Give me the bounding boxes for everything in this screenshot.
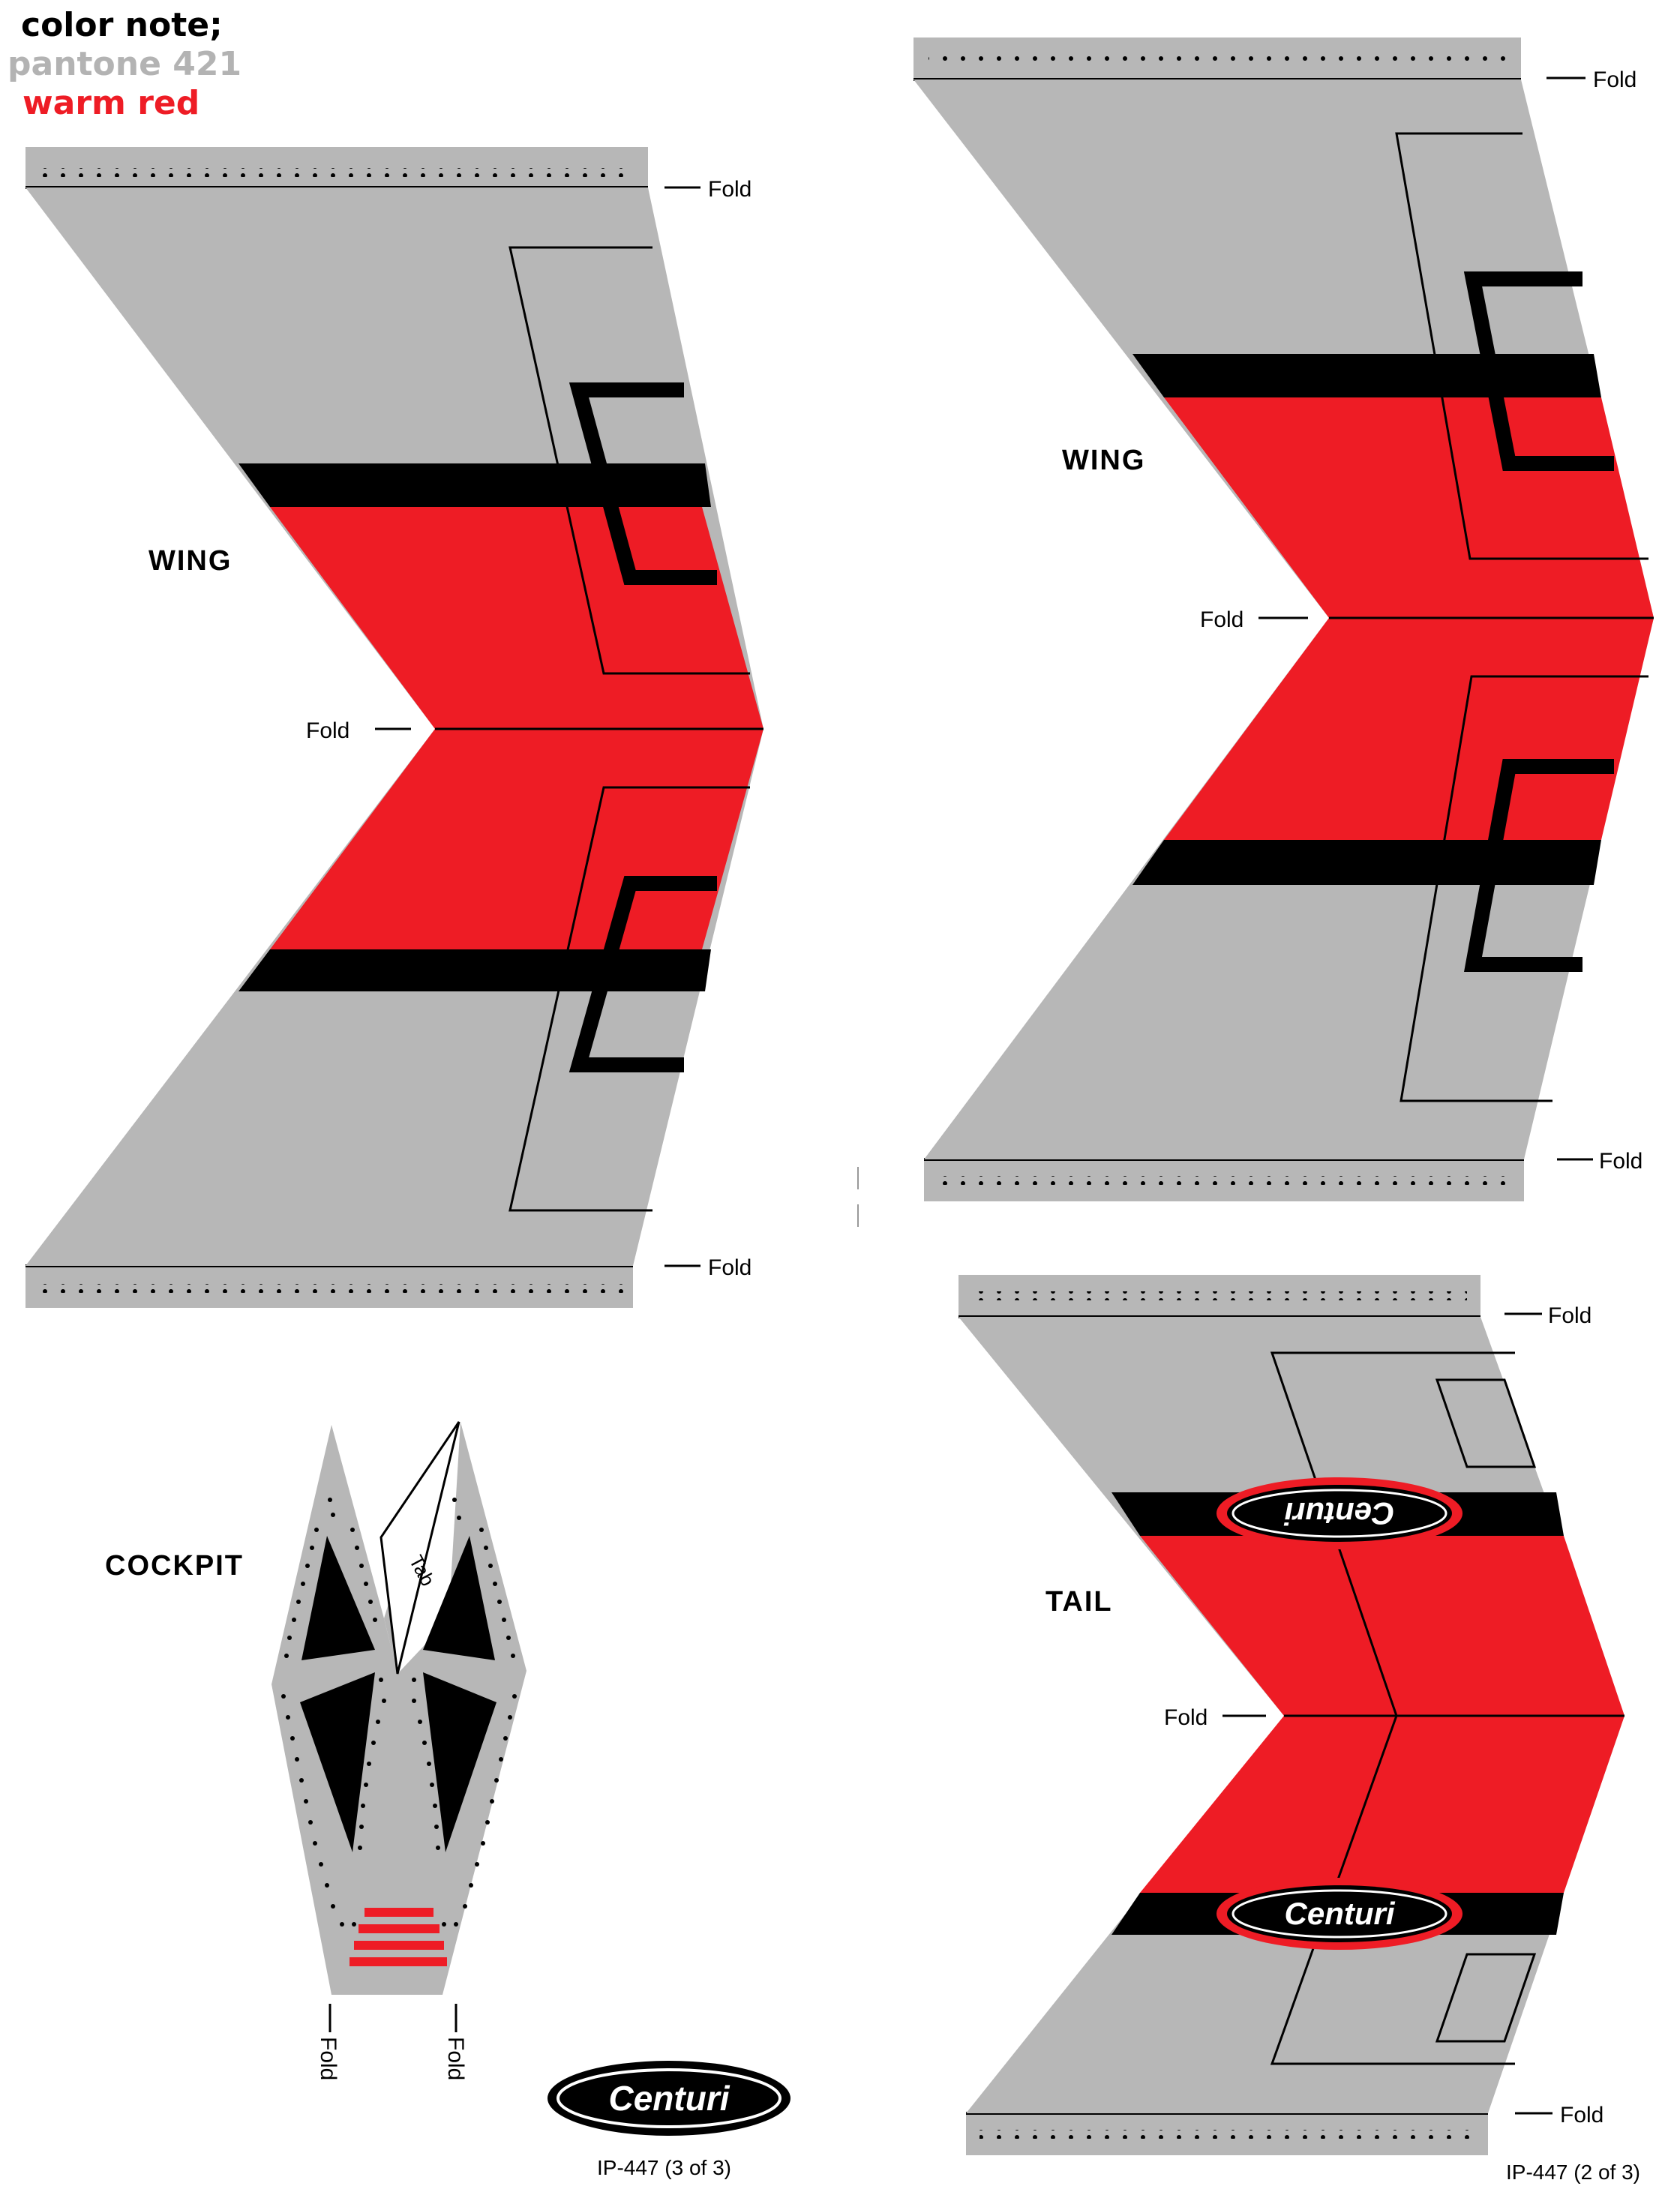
left-wing-fold-top: Fold xyxy=(664,177,752,202)
fold-label: Fold xyxy=(1548,1303,1592,1328)
right-wing-label: WING xyxy=(1062,445,1145,476)
fold-label: Fold xyxy=(316,2037,340,2080)
right-wing-fold-top: Fold xyxy=(1546,67,1636,92)
cockpit-red-stripes xyxy=(350,1908,447,1966)
right-wing-fold-bottom: Fold xyxy=(1557,1149,1642,1174)
tail-decal xyxy=(958,1275,1624,2155)
centuri-logo-main: Centuri xyxy=(548,2061,790,2136)
cockpit-fold-right: Fold xyxy=(443,2004,468,2080)
fold-label: Fold xyxy=(443,2037,468,2080)
right-wing-decal xyxy=(914,37,1654,1201)
sheet-id-right: IP-447 (2 of 3) xyxy=(1506,2161,1640,2184)
fold-label: Fold xyxy=(1593,67,1636,92)
logo-text: Centuri xyxy=(1283,1496,1394,1531)
cockpit-tab xyxy=(380,1421,460,1675)
fold-label: Fold xyxy=(1200,607,1244,632)
right-wing-fold-center: Fold xyxy=(1200,607,1308,632)
left-wing-decal xyxy=(26,147,764,1308)
left-wing-label: WING xyxy=(148,545,232,577)
fold-label: Fold xyxy=(708,1255,752,1280)
logo-text: Centuri xyxy=(1285,1896,1396,1931)
color-note-pantone: pantone 421 xyxy=(8,45,242,83)
tail-fold-bottom: Fold xyxy=(1515,2103,1604,2128)
cockpit-decal: Tab xyxy=(272,1421,526,1995)
color-note: color note; pantone 421 warm red xyxy=(8,6,242,122)
color-note-heading: color note; xyxy=(21,6,223,44)
centuri-logo-tail-bottom: Centuri xyxy=(1216,1878,1462,1950)
fold-label: Fold xyxy=(1560,2103,1604,2128)
sheet-id-left: IP-447 (3 of 3) xyxy=(597,2156,731,2179)
cockpit-label: COCKPIT xyxy=(105,1550,244,1582)
cockpit-fold-left: Fold xyxy=(316,2004,340,2080)
fold-label: Fold xyxy=(306,718,350,743)
centuri-logo-tail-top: Centuri xyxy=(1216,1477,1462,1549)
logo-text: Centuri xyxy=(609,2079,730,2118)
left-wing-fold-bottom: Fold xyxy=(664,1255,752,1280)
tail-fold-center: Fold xyxy=(1164,1705,1266,1730)
left-wing-fold-center: Fold xyxy=(306,718,411,743)
tail-label: TAIL xyxy=(1046,1586,1113,1618)
fold-label: Fold xyxy=(1599,1149,1642,1174)
fold-label: Fold xyxy=(708,177,752,202)
color-note-warm-red: warm red xyxy=(22,84,200,122)
fold-label: Fold xyxy=(1164,1705,1208,1730)
tail-fold-top: Fold xyxy=(1504,1303,1592,1328)
